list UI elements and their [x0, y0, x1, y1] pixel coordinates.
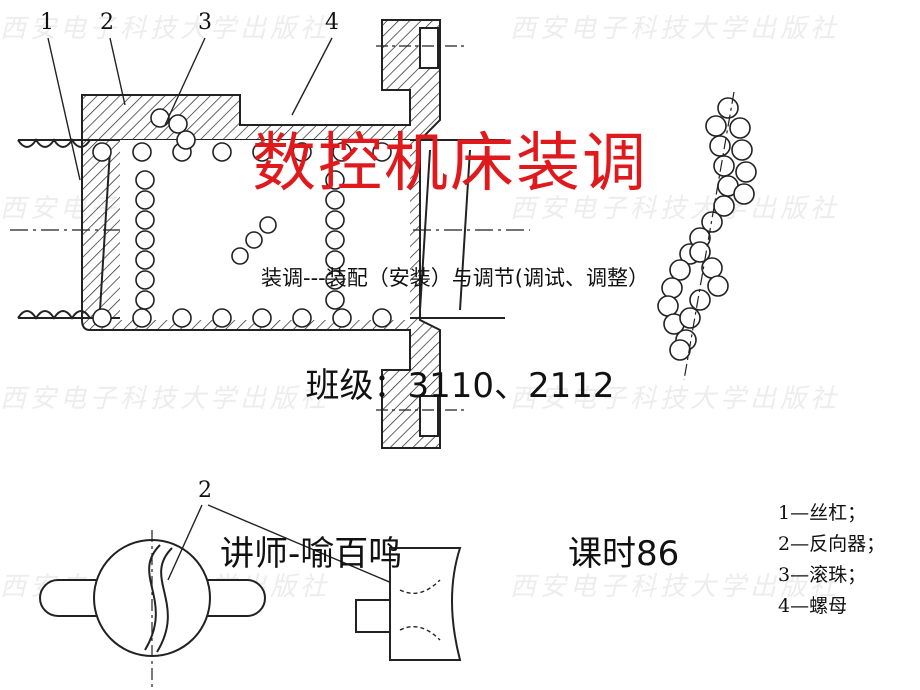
legend-item: 2—反向器；: [778, 533, 886, 555]
figure-legend: 1—丝杠； 2—反向器； 3—滚珠； 4—螺母: [778, 498, 885, 622]
watermark: 西安电子科技大学出版社: [0, 384, 331, 414]
callout-number: 3: [198, 10, 212, 35]
legend-item: 4—螺母: [778, 595, 848, 617]
course-hours: 课时86: [568, 534, 680, 574]
class-info: 班级：3110、2112: [305, 366, 615, 406]
watermark: 西安电子科技大学出版社: [510, 194, 841, 224]
callout-number: 2: [100, 10, 114, 35]
watermark: 西安电子科技大学出版社: [510, 572, 841, 602]
ball-chain: [657, 97, 757, 361]
legend-item: 3—滚珠；: [778, 564, 867, 586]
watermark: 西安电子科技大学出版社: [510, 384, 841, 414]
teacher-info: 讲师-喻百鸣: [220, 534, 403, 574]
callout-leaders: [47, 37, 333, 181]
callout-number: 1: [40, 10, 54, 35]
callout-number: 2: [198, 478, 212, 503]
reverser-detail: [39, 504, 462, 690]
callout-number: 4: [325, 10, 339, 35]
slide-subtitle: 装调---装配（安装）与调节(调试、调整）: [261, 266, 649, 290]
ball-row: [92, 142, 392, 328]
watermark: 西安电子科技大学出版社: [0, 14, 331, 44]
ball-chain-axis: [683, 91, 735, 381]
ball-circuit: [135, 108, 345, 310]
legend-item: 1—丝杠；: [778, 502, 867, 524]
slide-title: 数控机床装调: [252, 127, 648, 201]
watermark: 西安电子科技大学出版社: [510, 14, 841, 44]
